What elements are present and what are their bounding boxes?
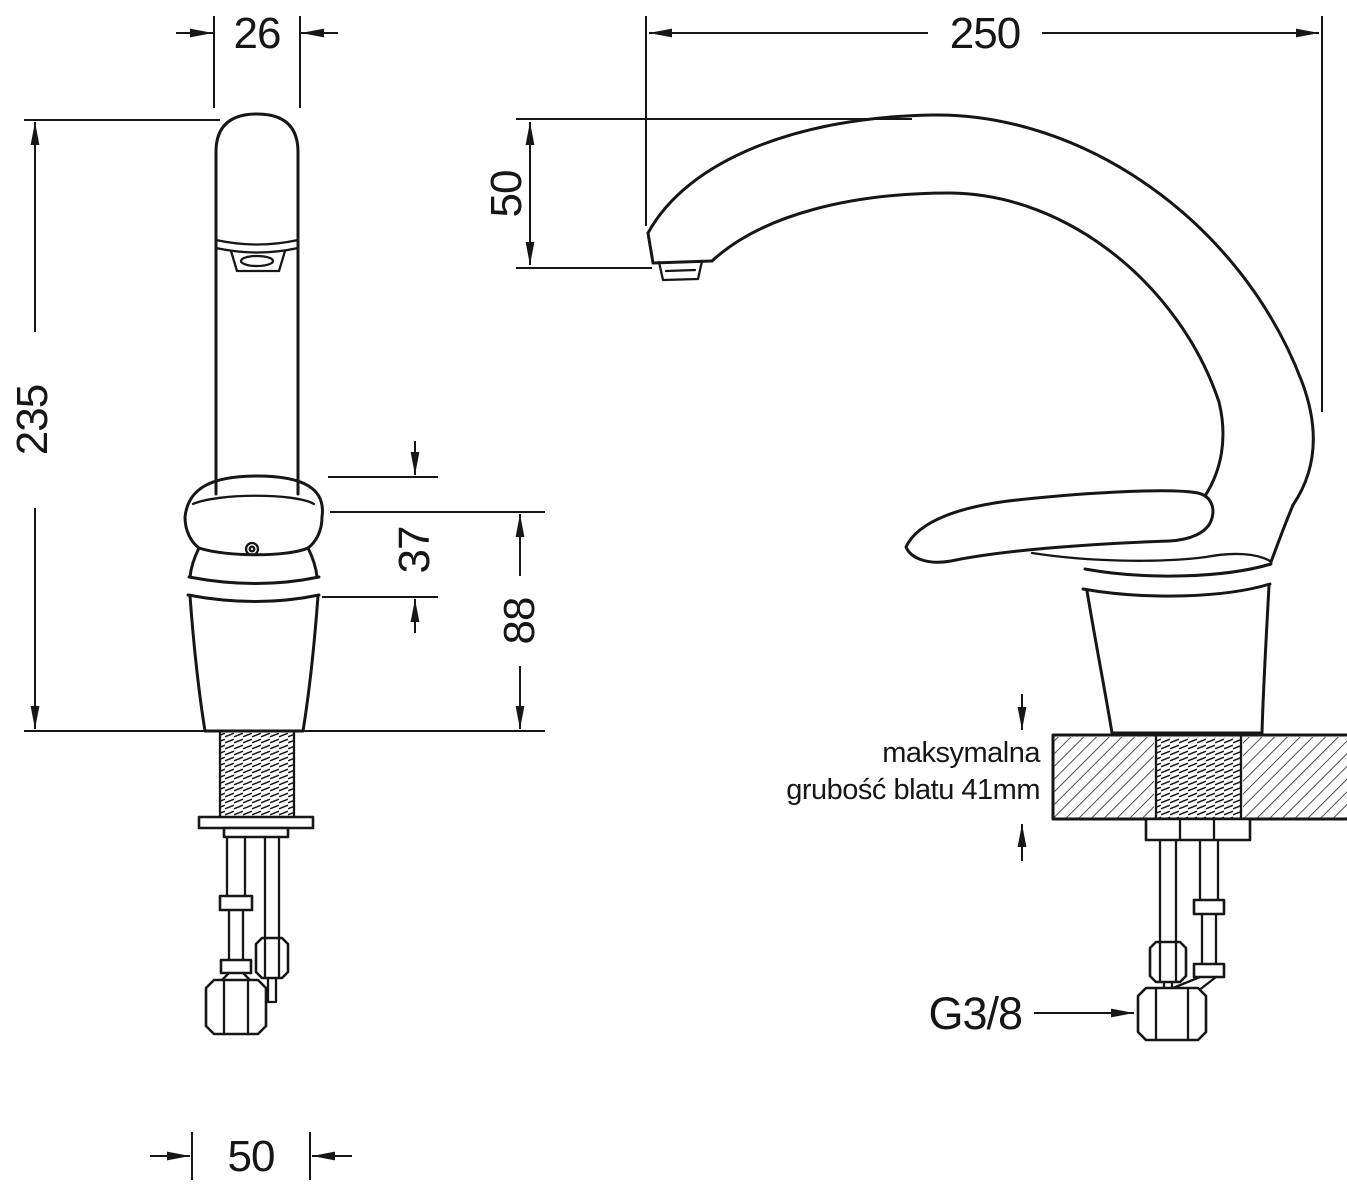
dim-handle-height-label: 37 (390, 527, 439, 574)
front-hose (227, 908, 245, 962)
dim-total-height-label: 235 (8, 385, 57, 455)
front-handle-cap-line (191, 494, 316, 506)
side-stud-rod (1158, 838, 1178, 944)
front-screw-center (248, 545, 256, 553)
front-hose-nut (204, 978, 268, 1036)
counter-note-line2: grubość blatu 41mm (786, 774, 1040, 806)
side-view: 250 50 maksymalna grubość blatu 41mm G3/… (482, 9, 1347, 1042)
side-aerator (657, 259, 704, 282)
front-body (188, 594, 320, 733)
dim-base-width-label: 50 (228, 1132, 275, 1181)
dim-handle-height: 37 (322, 441, 439, 633)
front-threaded-shank (220, 733, 294, 817)
side-hose-nut-facets (1154, 986, 1190, 1042)
front-stud-rod (263, 835, 281, 940)
side-shank-edges (1154, 733, 1243, 821)
front-shank-edges (218, 731, 296, 819)
front-hose-coupler (218, 894, 254, 912)
connection-label: G3/8 (928, 988, 1022, 1039)
side-collar (1081, 562, 1273, 598)
side-spout-outer (646, 113, 1315, 564)
dim-total-height: 235 (8, 119, 545, 732)
side-spout-inner (710, 191, 1225, 498)
dim-spout-width-extensions (213, 16, 301, 108)
front-stud-nut-facets (263, 936, 281, 980)
dim-handle-height-extensions (322, 476, 438, 598)
front-hose-nut-facets (222, 978, 250, 1036)
side-hose-coupler (1192, 898, 1226, 916)
dim-body-height: 88 (330, 511, 545, 729)
front-hose-collar (219, 958, 253, 975)
counter-thickness-note: maksymalna grubość blatu 41mm (786, 694, 1042, 861)
front-flange (197, 815, 315, 830)
connection-callout: G3/8 (928, 988, 1134, 1039)
dim-spout-reach-label: 250 (950, 9, 1020, 58)
side-body (1085, 584, 1271, 735)
side-hose-collar (1192, 962, 1226, 979)
side-hose (1200, 912, 1218, 966)
dim-base-width: 50 (150, 1132, 352, 1181)
front-neck-edges (188, 546, 319, 579)
side-threaded-shank (1156, 737, 1241, 818)
front-aerator-opening (239, 254, 275, 268)
dim-total-height-extensions (24, 119, 545, 732)
dim-body-height-label: 88 (495, 598, 544, 645)
front-view: 26 235 37 88 50 (8, 9, 545, 1181)
dim-spout-width: 26 (176, 9, 338, 108)
front-aerator-cup (229, 249, 287, 273)
dim-spout-drop-extensions (516, 118, 912, 269)
counter-hatch-right (1243, 737, 1347, 818)
front-screw-hole (244, 541, 260, 557)
dim-spout-reach: 250 (645, 9, 1323, 412)
side-hose-rod (1198, 838, 1220, 902)
side-handle-lever (904, 489, 1215, 564)
side-handle-dome (1030, 551, 1272, 563)
front-hose-rod (225, 835, 247, 898)
dim-spout-drop: 50 (482, 118, 912, 269)
counter-hatch-left (1054, 737, 1154, 818)
front-spout-pipe (214, 112, 300, 496)
front-stud-nut (254, 936, 290, 980)
side-mounting-nut-facets (1178, 817, 1216, 842)
counter-note-line1: maksymalna (882, 737, 1041, 769)
side-stud-nut-facets (1158, 940, 1178, 984)
dim-base-width-extensions (191, 1132, 311, 1180)
side-hose-nut (1136, 986, 1208, 1042)
side-mounting-nut (1144, 817, 1252, 842)
dim-spout-reach-extensions (645, 16, 1323, 412)
side-stud-nut (1148, 940, 1188, 984)
side-spout-tip (646, 231, 714, 265)
front-flange-lower (222, 826, 290, 839)
dim-spout-width-label: 26 (234, 9, 281, 58)
front-collar (186, 575, 321, 603)
dim-spout-drop-label: 50 (482, 171, 531, 218)
front-aerator-band (214, 238, 300, 254)
front-stud-tip (266, 976, 278, 1004)
